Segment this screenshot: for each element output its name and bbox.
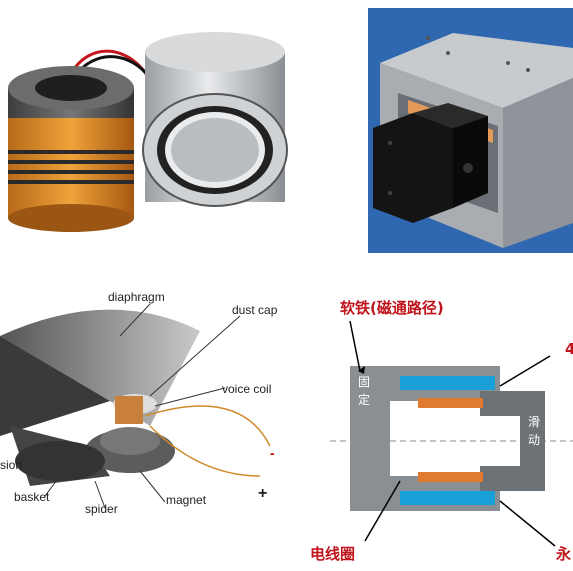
label-plus: + — [258, 485, 267, 502]
label-sliding-1: 滑 — [528, 415, 540, 429]
label-fixed-2: 定 — [358, 392, 370, 407]
voice-coil-actuator-photo — [0, 0, 310, 260]
label-magnet: magnet — [166, 493, 207, 507]
label-soft-iron: 软铁(磁通路径) — [340, 299, 444, 317]
label-top-right-partial: 4 — [565, 340, 573, 358]
label-fixed-1: 固 — [358, 375, 370, 389]
label-sliding-2: 动 — [528, 433, 540, 447]
label-suspension: sion — [0, 458, 22, 472]
label-voice-coil: voice coil — [222, 382, 271, 396]
label-minus: - — [270, 445, 275, 461]
label-spider: spider — [85, 502, 118, 516]
speaker-cutaway-diagram: diaphragm dust cap voice coil sion baske… — [0, 276, 300, 571]
label-dust-cap: dust cap — [232, 303, 278, 317]
actuator-schematic: 软铁(磁通路径) 固 定 滑 动 电线圈 永 4 — [310, 276, 573, 571]
label-diaphragm: diaphragm — [108, 290, 165, 304]
label-basket: basket — [14, 490, 50, 504]
label-coil: 电线圈 — [310, 545, 355, 563]
label-permanent-magnet: 永 — [555, 545, 572, 563]
linear-actuator-3d-render — [368, 8, 573, 253]
